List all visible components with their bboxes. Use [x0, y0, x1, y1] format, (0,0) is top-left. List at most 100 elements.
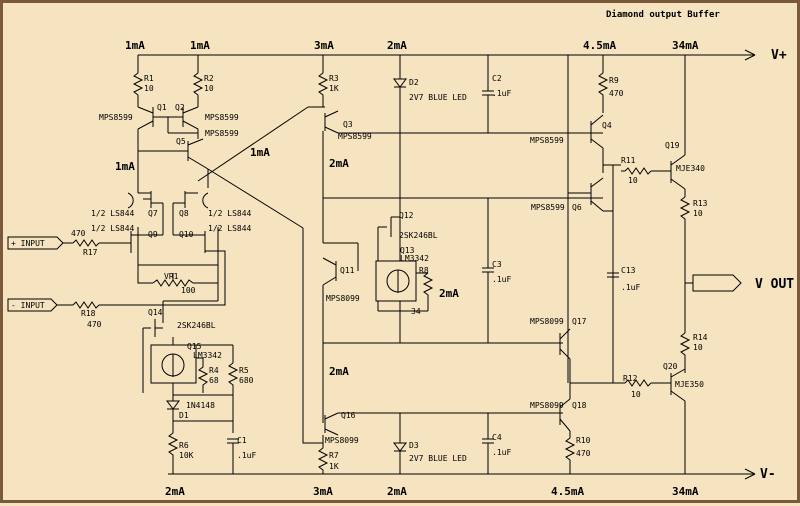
transistor-label: Q20	[663, 362, 678, 371]
resistor-label: R14	[693, 333, 708, 342]
transistor-part: MPS8099	[530, 317, 564, 326]
bias-block-left	[142, 319, 239, 474]
current-label: 34mA	[672, 485, 699, 498]
current-label: 2mA	[329, 157, 349, 170]
cap-value: .1uF	[237, 451, 256, 460]
resistor-label: R13	[693, 199, 708, 208]
transistor-part: 2SK246BL	[177, 321, 216, 330]
transistor-label: Q4	[602, 121, 612, 130]
transistor-part: 1/2 LS844	[208, 209, 252, 218]
rail-lines	[138, 49, 756, 480]
resistor-label: R3	[329, 74, 339, 83]
resistor-label: R5	[239, 366, 249, 375]
diode-label: D2	[409, 78, 419, 87]
current-label: 1mA	[250, 146, 270, 159]
current-mirror-q1-q2	[132, 55, 209, 193]
resistor-value: 10	[631, 390, 641, 399]
resistor-value: 1K	[329, 462, 339, 471]
current-label: 34mA	[672, 39, 699, 52]
vplus-label: V+	[771, 48, 787, 63]
resistor-value: 1K	[329, 84, 339, 93]
center-column	[317, 55, 603, 474]
schematic: Diamond output Buffer V+ V- 1mA 1mA 3mA …	[7, 9, 794, 498]
transistor-part: LM3342	[400, 254, 429, 263]
transistor-label: Q2	[175, 103, 185, 112]
resistor-value: 10	[144, 84, 154, 93]
current-label: 4.5mA	[583, 39, 616, 52]
resistor-value: 470	[609, 89, 624, 98]
current-label: 2mA	[439, 287, 459, 300]
transistor-label: Q10	[179, 230, 194, 239]
resistor-value: 10	[693, 343, 703, 352]
diode-part: 2V7 BLUE LED	[409, 454, 467, 463]
cap-value: .1uF	[492, 275, 511, 284]
transistor-label: Q11	[340, 266, 355, 275]
transistor-label: Q18	[572, 401, 587, 410]
cap-value: .1uF	[492, 89, 511, 98]
transistor-label: Q12	[399, 211, 414, 220]
transistor-part: MPS8099	[325, 436, 359, 445]
output-label: V OUT	[755, 277, 794, 292]
cap-value: .1uF	[621, 283, 640, 292]
resistor-value: 10	[693, 209, 703, 218]
cap-label: C1	[237, 436, 247, 445]
transistor-part: MPS8599	[530, 136, 564, 145]
current-label: 4.5mA	[551, 485, 584, 498]
transistor-part: MJE340	[676, 164, 705, 173]
transistor-part: 2SK246BL	[399, 231, 438, 240]
output-stage	[621, 55, 742, 474]
transistor-part: 1/2 LS844	[91, 224, 135, 233]
resistor-value: 10	[204, 84, 214, 93]
resistor-label: R1	[144, 74, 154, 83]
current-label: 1mA	[125, 39, 145, 52]
transistor-label: Q17	[572, 317, 587, 326]
resistor-label: R6	[179, 441, 189, 450]
resistor-value: 680	[239, 376, 254, 385]
pot-value: 100	[181, 286, 196, 295]
transistor-part: MPS8599	[338, 132, 372, 141]
diode-part: 2V7 BLUE LED	[409, 93, 467, 102]
resistor-label: R4	[209, 366, 219, 375]
driver-stage	[559, 55, 621, 474]
current-label: 1mA	[190, 39, 210, 52]
input-plus-label: + INPUT	[11, 239, 45, 248]
transistor-label: Q3	[343, 120, 353, 129]
transistor-label: Q5	[176, 137, 186, 146]
transistor-part: LM3342	[193, 351, 222, 360]
transistor-label: Q1	[157, 103, 167, 112]
diode-label: D3	[409, 441, 419, 450]
current-label: 2mA	[329, 365, 349, 378]
vminus-label: V-	[760, 467, 776, 482]
resistor-label: R9	[609, 76, 619, 85]
input-pair	[127, 191, 219, 323]
transistor-part: MPS8599	[205, 129, 239, 138]
current-label: 2mA	[387, 485, 407, 498]
current-label: 2mA	[387, 39, 407, 52]
transistor-label: Q8	[179, 209, 189, 218]
transistor-part: MPS8599	[531, 203, 565, 212]
schematic-title: Diamond output Buffer	[606, 9, 720, 20]
resistor-label: R7	[329, 451, 339, 460]
resistor-label: R10	[576, 436, 591, 445]
cap-label: C13	[621, 266, 636, 275]
cap-label: C4	[492, 433, 502, 442]
transistor-part: MPS8599	[99, 113, 133, 122]
transistor-label: Q9	[148, 230, 158, 239]
resistor-value: 10	[628, 176, 638, 185]
resistor-value: 470	[576, 449, 591, 458]
resistor-label: R11	[621, 156, 636, 165]
bias-block-right	[375, 216, 434, 312]
resistor-value: 10K	[179, 451, 194, 460]
cap-label: C3	[492, 260, 502, 269]
transistor-label: Q16	[341, 411, 356, 420]
transistor-label: Q15	[187, 342, 202, 351]
transistor-part: 1/2 LS844	[208, 224, 252, 233]
resistor-value: 68	[209, 376, 219, 385]
current-label: 2mA	[165, 485, 185, 498]
wire	[207, 168, 304, 229]
wire	[302, 228, 323, 444]
transistor-part: MPS8099	[530, 401, 564, 410]
transistor-part: MPS8099	[326, 294, 360, 303]
transistor-part: MPS8599	[205, 113, 239, 122]
